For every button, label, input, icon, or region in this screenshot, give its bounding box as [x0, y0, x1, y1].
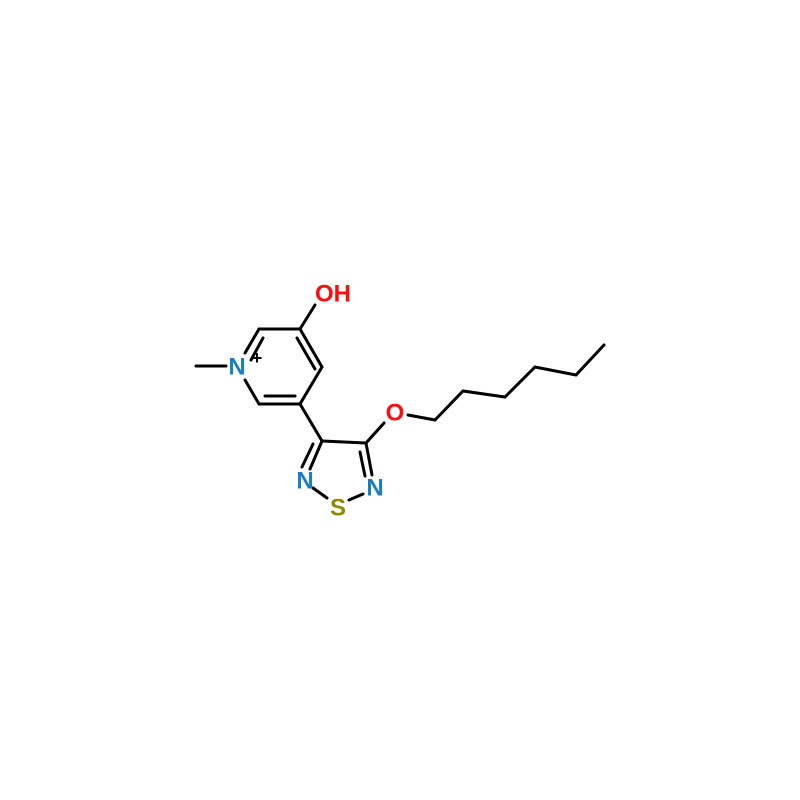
hexyl-chain [433, 343, 606, 422]
bond-n-c2-double [249, 336, 265, 362]
bond-n-c2 [243, 327, 261, 355]
bond-c3-c4 [298, 327, 324, 369]
bond-c3-c4-double [295, 336, 317, 371]
bonds [194, 303, 606, 502]
atom-oh: OH [315, 281, 351, 308]
bond-c4t-o [364, 421, 386, 445]
bond-c3t-c4t [320, 439, 368, 445]
atom-n-right: N [366, 475, 383, 502]
atom-n-plus: N [228, 354, 245, 381]
charge-plus: + [252, 348, 263, 368]
bond-c4-c5 [298, 365, 324, 406]
bond-s-nr [347, 492, 365, 502]
bond-c6-n [243, 378, 261, 406]
bond-c3t-nl [308, 439, 324, 471]
bond-nl-s [311, 486, 329, 500]
bond-c4t-nr-double [358, 450, 367, 478]
atom-o-ether: O [386, 400, 405, 427]
bond-c3t-nl-double [300, 442, 315, 469]
bond-c3-oh [298, 303, 317, 331]
atom-n-left: N [296, 468, 313, 495]
bond-c4t-nr [364, 441, 374, 477]
atom-labels: OH N + O N N S [228, 281, 404, 522]
atom-s: S [330, 495, 346, 522]
bond-c5-c3t [298, 402, 324, 443]
bond-o-c1 [406, 413, 437, 422]
